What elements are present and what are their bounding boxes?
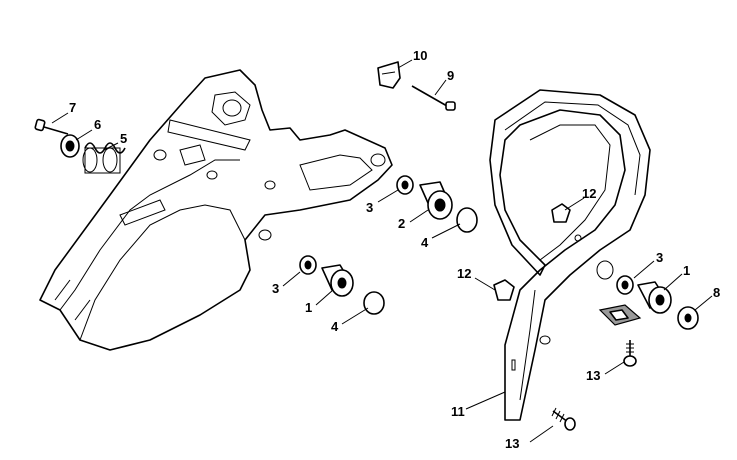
- label-3-upper: 3: [366, 200, 373, 215]
- label-8: 8: [713, 285, 720, 300]
- label-12-lower: 12: [457, 266, 471, 281]
- nut-plate: [598, 304, 642, 326]
- clip-10: [377, 61, 401, 89]
- label-2: 2: [398, 216, 405, 231]
- label-4-upper: 4: [421, 235, 429, 250]
- leader-lines: [51, 59, 713, 443]
- label-7: 7: [69, 100, 76, 115]
- label-5: 5: [120, 131, 127, 146]
- label-1-right: 1: [683, 263, 690, 278]
- label-3-lower: 3: [272, 281, 279, 296]
- label-11: 11: [451, 404, 465, 419]
- ring-3-upper: [396, 175, 414, 195]
- ring-3-lower: [299, 255, 317, 275]
- ring-3-right: [616, 275, 634, 295]
- label-4-lower: 4: [331, 319, 339, 334]
- label-6: 6: [94, 117, 101, 132]
- plug-12-lower: [493, 279, 515, 301]
- annular-buffer-2: [419, 181, 453, 220]
- screw-13-upper: [623, 340, 637, 367]
- washer-6: [60, 134, 80, 158]
- handle-housing: [39, 69, 393, 351]
- label-1-left: 1: [305, 300, 312, 315]
- label-13-lower: 13: [505, 436, 519, 451]
- spring-5: [82, 142, 126, 174]
- plug-12-upper: [551, 203, 571, 223]
- plug-4-upper: [456, 207, 478, 233]
- pin-9: [411, 85, 456, 111]
- label-9: 9: [447, 68, 454, 83]
- screw-7: [34, 118, 69, 135]
- handlebar-11: [489, 89, 651, 421]
- annular-buffer-1-left: [321, 264, 354, 297]
- label-12-upper: 12: [582, 186, 596, 201]
- annular-buffer-1-right: [637, 281, 672, 314]
- screw-13-lower: [551, 407, 576, 431]
- label-13-upper: 13: [586, 368, 600, 383]
- washer-8: [677, 306, 699, 330]
- callout-labels: 10 9 7 6 5 12 3 2 4 3 1 4 12 3 1 8 13 11…: [69, 48, 720, 451]
- label-10: 10: [413, 48, 427, 63]
- label-3-right: 3: [656, 250, 663, 265]
- plug-4-lower: [363, 291, 385, 315]
